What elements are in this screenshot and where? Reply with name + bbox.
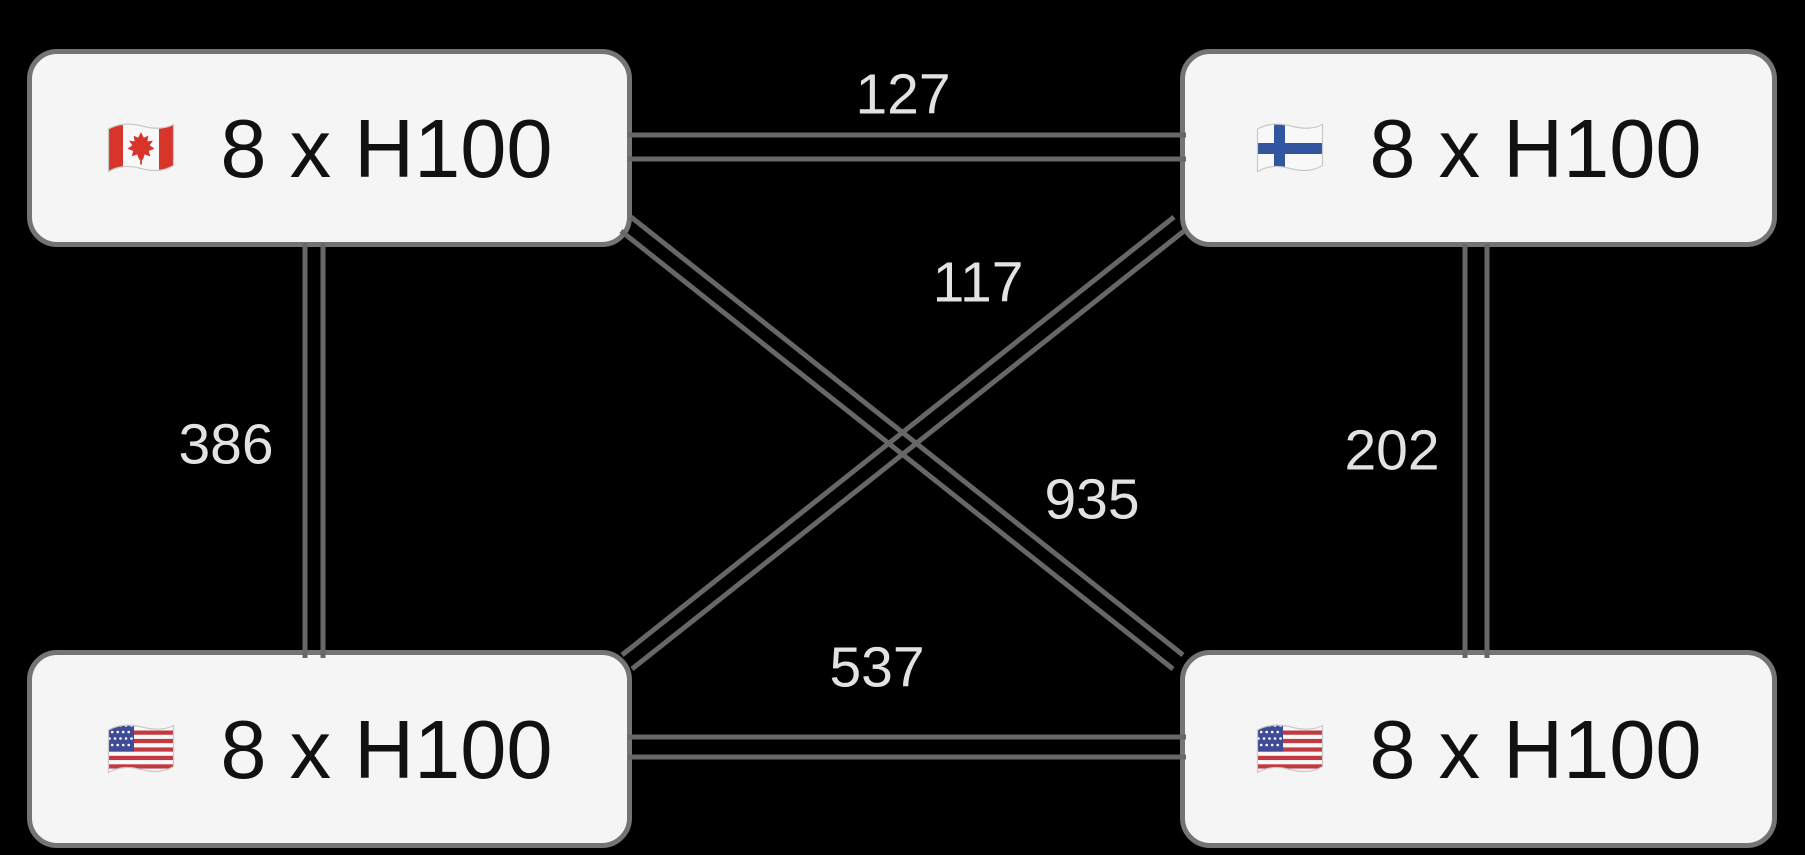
node-bottom-left-usa: 8 x H100 <box>27 650 632 848</box>
edge-label-topleft-bottomleft: 386 <box>178 412 274 477</box>
us-flag-icon <box>106 722 176 777</box>
edge-bottomleft-bottomright <box>628 734 1186 760</box>
edge-topleft-bottomright <box>619 215 1185 671</box>
canada-flag-icon <box>106 121 176 176</box>
edge-label-topright-bottomleft: 117 <box>932 250 1024 315</box>
edge-topright-bottomright <box>1462 244 1490 658</box>
edge-topleft-bottomleft <box>302 243 326 658</box>
node-bottom-right-usa: 8 x H100 <box>1180 650 1777 848</box>
node-top-right-finland: 8 x H100 <box>1180 49 1777 247</box>
node-label: 8 x H100 <box>1369 101 1702 195</box>
edge-label-bottomleft-bottomright: 537 <box>829 635 925 700</box>
node-top-left-canada: 8 x H100 <box>27 49 632 247</box>
edge-topleft-topright <box>628 132 1186 162</box>
edge-topright-bottomleft <box>620 215 1186 671</box>
edge-label-topleft-topright: 127 <box>855 62 951 127</box>
finland-flag-icon <box>1255 121 1325 176</box>
node-label: 8 x H100 <box>220 702 553 796</box>
edge-label-topright-bottomright: 202 <box>1344 418 1440 483</box>
node-label: 8 x H100 <box>220 101 553 195</box>
node-label: 8 x H100 <box>1369 702 1702 796</box>
edge-label-topleft-bottomright: 935 <box>1044 467 1140 532</box>
us-flag-icon <box>1255 722 1325 777</box>
